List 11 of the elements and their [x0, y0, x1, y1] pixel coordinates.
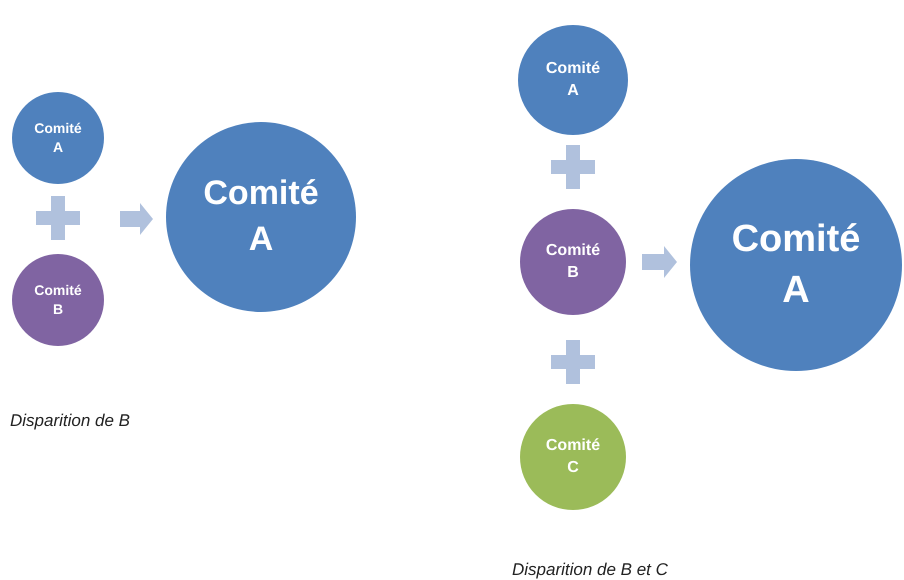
- node-label: Comité B: [33, 281, 83, 319]
- node-label: Comité A: [33, 119, 83, 157]
- node-label: Comité A: [202, 173, 320, 260]
- node-label: Comité A: [730, 216, 862, 313]
- block-arrow: [642, 246, 677, 278]
- node-label: Comité B: [544, 241, 602, 283]
- node-label: Comité A: [544, 59, 602, 101]
- caption-text: Disparition de B et C: [512, 559, 668, 580]
- node-label: Comité C: [544, 436, 602, 478]
- block-arrow: [120, 203, 153, 235]
- caption-text: Disparition de B: [10, 410, 130, 432]
